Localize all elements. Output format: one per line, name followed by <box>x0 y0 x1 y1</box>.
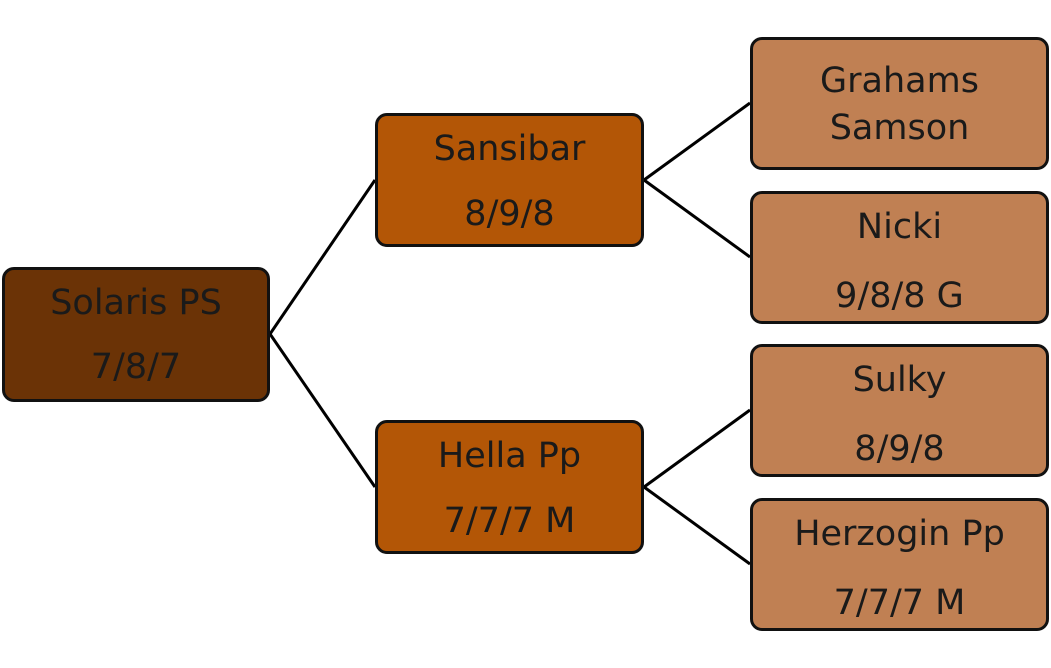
node-dam-dam-score: 7/7/7 M <box>833 583 966 623</box>
node-sire-dam: Nicki 9/8/8 G <box>750 191 1049 324</box>
node-sire-dam-name: Nicki <box>856 207 943 247</box>
connector-sire-ss <box>643 101 751 182</box>
node-sire-sire-name-line2: Samson <box>829 108 970 148</box>
node-dam-sire-name: Sulky <box>852 360 947 400</box>
node-dam-score: 7/7/7 M <box>443 501 576 541</box>
connector-sire-sd <box>643 178 751 259</box>
node-root: Solaris PS 7/8/7 <box>2 267 270 402</box>
node-root-name: Solaris PS <box>50 283 222 323</box>
node-dam-dam: Herzogin Pp 7/7/7 M <box>750 498 1049 631</box>
node-sire-dam-score: 9/8/8 G <box>835 276 964 316</box>
node-sire-score: 8/9/8 <box>464 194 555 234</box>
node-dam-sire: Sulky 8/9/8 <box>750 344 1049 477</box>
node-sire-sire: Grahams Samson <box>750 37 1049 170</box>
node-dam-name: Hella Pp <box>437 436 582 476</box>
node-dam: Hella Pp 7/7/7 M <box>375 420 644 554</box>
connector-dam-dd <box>643 485 751 566</box>
node-dam-dam-name: Herzogin Pp <box>794 514 1005 554</box>
connector-root-sire <box>268 179 377 335</box>
node-sire-sire-name-line1: Grahams <box>820 61 979 101</box>
connector-root-dam <box>268 333 377 488</box>
node-root-score: 7/8/7 <box>90 347 182 387</box>
node-dam-sire-score: 8/9/8 <box>854 429 945 469</box>
connector-dam-ds <box>643 408 751 489</box>
node-sire-name: Sansibar <box>433 129 586 169</box>
node-sire: Sansibar 8/9/8 <box>375 113 644 247</box>
